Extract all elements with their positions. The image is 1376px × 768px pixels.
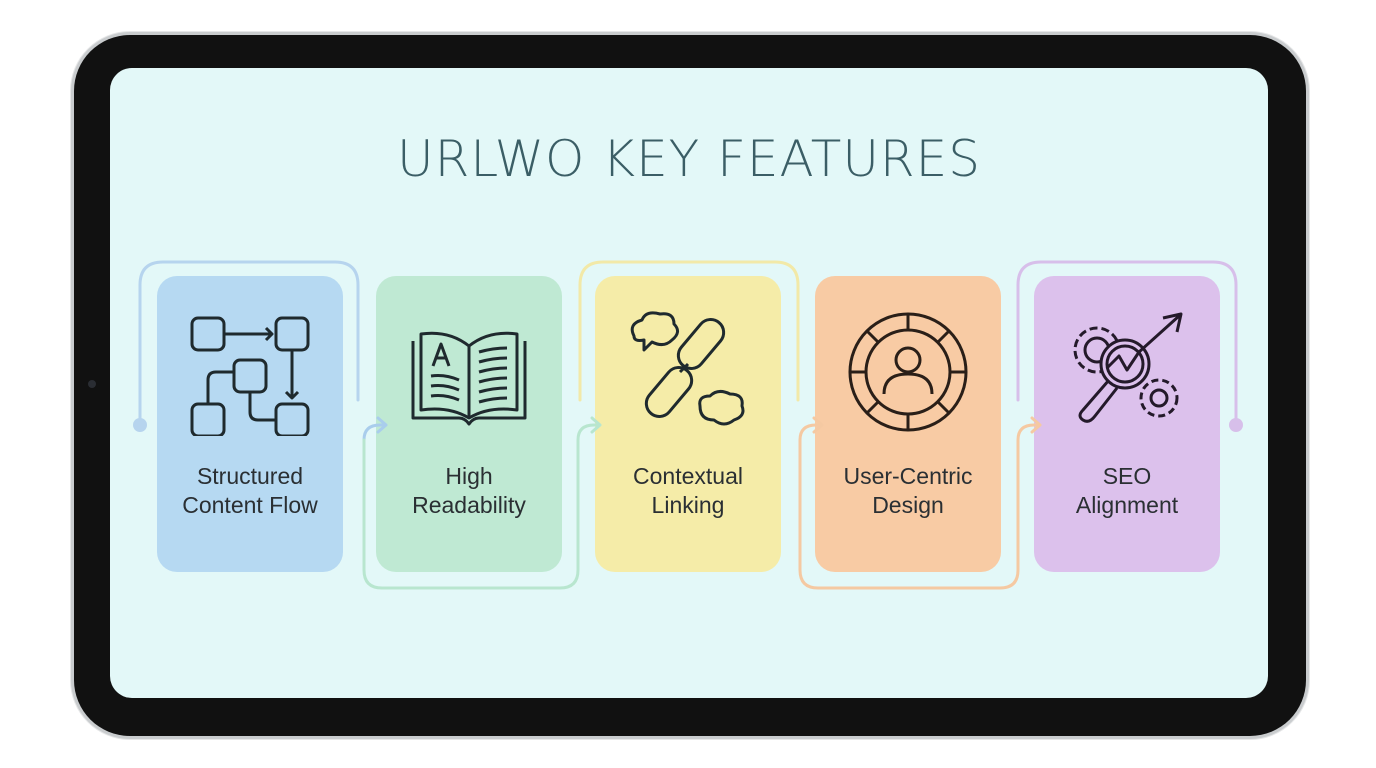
feature-title-line1: User-Centric [843, 463, 973, 489]
open-book-icon [411, 331, 527, 426]
feature-title-line2: Alignment [1075, 492, 1179, 518]
chain-link-icon [630, 311, 745, 426]
feature-title-line1: Structured [196, 463, 304, 489]
feature-title-line2: Design [872, 492, 944, 518]
feature-title-line1: Contextual [633, 463, 743, 489]
page-title: URLWO KEY FEATURES [397, 130, 981, 188]
camera [88, 380, 96, 388]
feature-title-line1: SEO [1102, 463, 1152, 489]
feature-title-line1: High [445, 463, 493, 489]
volume-button [160, 31, 194, 35]
feature-title-line2: Readability [412, 492, 526, 518]
feature-title-line2: Content Flow [182, 492, 318, 518]
user-target-icon [848, 312, 968, 432]
power-button [70, 90, 74, 130]
flowchart-icon [190, 316, 310, 436]
seo-gear-magnifier-icon [1073, 312, 1183, 423]
feature-title-line2: Linking [651, 492, 725, 518]
volume-button [215, 31, 259, 35]
feature-card-seo-alignment: SEO Alignment [1034, 276, 1220, 572]
